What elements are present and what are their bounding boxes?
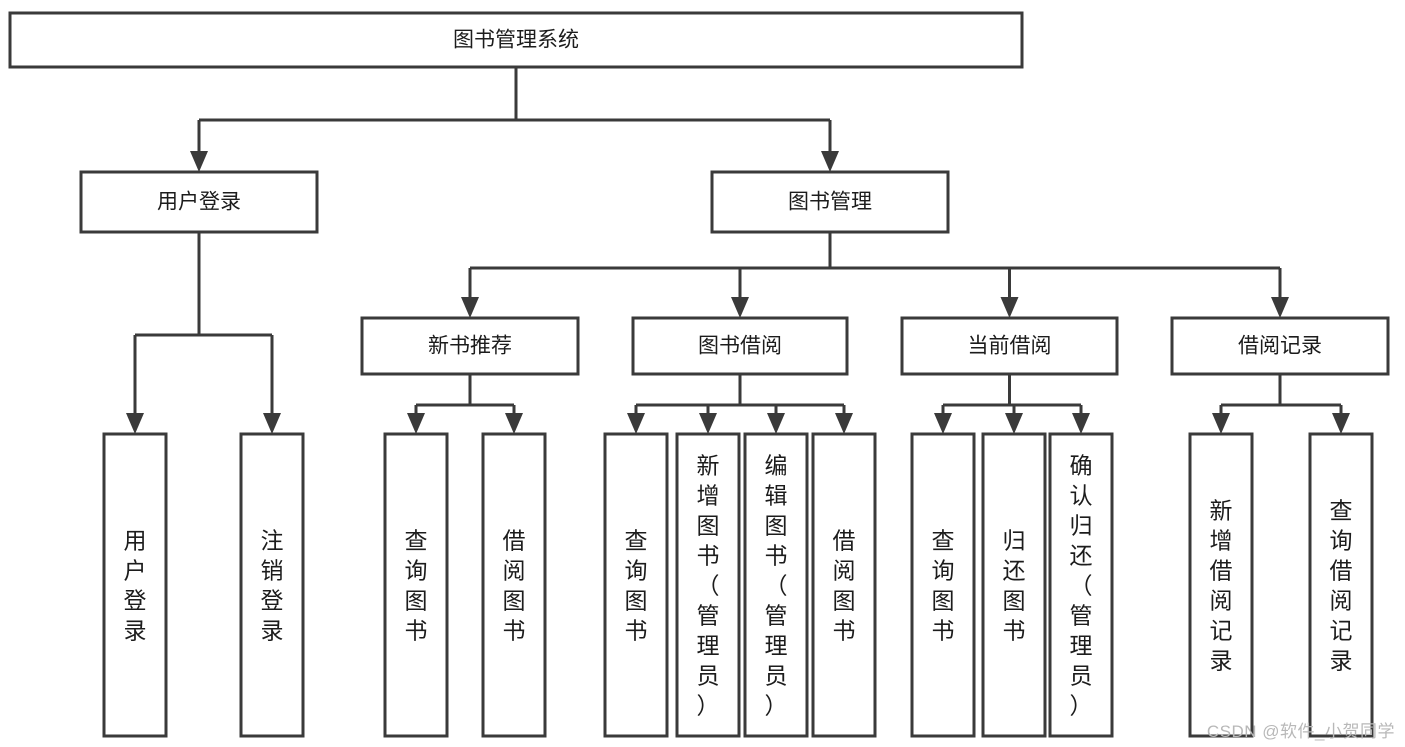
node-book-borrow[interactable]: 图书借阅 — [631, 316, 849, 376]
node-user-login-label: 用户登录 — [157, 191, 241, 214]
node-leaf-add-book[interactable]: 新增图书（管理员） — [675, 432, 741, 738]
node-user-login[interactable]: 用户登录 — [79, 170, 319, 234]
node-leaf-user-logout-rect[interactable] — [239, 432, 305, 738]
node-leaf-borrow-book-2[interactable]: 借阅图书 — [811, 432, 877, 738]
node-root-rect[interactable] — [8, 11, 1024, 69]
node-leaf-query-book-2-rect[interactable] — [603, 432, 669, 738]
node-leaf-query-book-2-label: 查询图书 — [625, 527, 648, 643]
node-root-label: 图书管理系统 — [453, 29, 579, 52]
node-book-borrow-rect[interactable] — [631, 316, 849, 376]
watermark-label: CSDN @软件_小贺同学 — [1206, 722, 1395, 741]
node-leaf-add-book-label: 新增图书（管理员） — [697, 452, 720, 718]
node-leaf-query-record-label: 查询借阅记录 — [1330, 497, 1353, 673]
node-leaf-user-login-rect[interactable] — [102, 432, 168, 738]
node-new-book-recommend-rect[interactable] — [360, 316, 580, 376]
node-leaf-add-record-label: 新增借阅记录 — [1210, 497, 1233, 673]
node-leaf-edit-book[interactable]: 编辑图书（管理员） — [743, 432, 809, 738]
node-current-borrow-label: 当前借阅 — [968, 335, 1052, 358]
node-leaf-confirm-return-rect[interactable] — [1048, 432, 1114, 738]
node-leaf-query-book-3-label: 查询图书 — [932, 527, 955, 643]
node-borrow-record-rect[interactable] — [1170, 316, 1390, 376]
node-leaf-borrow-book-1-label: 借阅图书 — [503, 527, 526, 643]
node-book-borrow-label: 图书借阅 — [698, 335, 782, 358]
node-leaf-borrow-book-1[interactable]: 借阅图书 — [481, 432, 547, 738]
node-leaf-user-login[interactable]: 用户登录 — [102, 432, 168, 738]
node-book-management-rect[interactable] — [710, 170, 950, 234]
nodes-layer: 图书管理系统用户登录图书管理新书推荐图书借阅当前借阅借阅记录用户登录注销登录查询… — [8, 11, 1390, 738]
node-leaf-query-book-1-label: 查询图书 — [405, 527, 428, 643]
node-leaf-edit-book-rect[interactable] — [743, 432, 809, 738]
node-leaf-borrow-book-2-label: 借阅图书 — [833, 527, 856, 643]
node-book-management-label: 图书管理 — [788, 191, 872, 214]
node-borrow-record[interactable]: 借阅记录 — [1170, 316, 1390, 376]
node-leaf-query-record[interactable]: 查询借阅记录 — [1308, 432, 1374, 738]
node-root[interactable]: 图书管理系统 — [8, 11, 1024, 69]
node-leaf-query-book-3-rect[interactable] — [910, 432, 976, 738]
node-leaf-query-book-1-rect[interactable] — [383, 432, 449, 738]
node-current-borrow-rect[interactable] — [900, 316, 1119, 376]
node-leaf-user-login-label: 用户登录 — [124, 527, 147, 643]
node-leaf-edit-book-label: 编辑图书（管理员） — [765, 452, 788, 718]
node-borrow-record-label: 借阅记录 — [1238, 335, 1322, 358]
node-leaf-add-book-rect[interactable] — [675, 432, 741, 738]
node-leaf-query-book-1[interactable]: 查询图书 — [383, 432, 449, 738]
node-leaf-add-record[interactable]: 新增借阅记录 — [1188, 432, 1254, 738]
node-user-login-rect[interactable] — [79, 170, 319, 234]
node-leaf-query-record-rect[interactable] — [1308, 432, 1374, 738]
node-leaf-borrow-book-1-rect[interactable] — [481, 432, 547, 738]
node-leaf-return-book[interactable]: 归还图书 — [981, 432, 1047, 738]
node-book-management[interactable]: 图书管理 — [710, 170, 950, 234]
node-leaf-confirm-return-label: 确认归还（管理员） — [1070, 452, 1093, 718]
node-leaf-add-record-rect[interactable] — [1188, 432, 1254, 738]
connectors-layer — [126, 67, 1350, 434]
node-current-borrow[interactable]: 当前借阅 — [900, 316, 1119, 376]
node-leaf-confirm-return[interactable]: 确认归还（管理员） — [1048, 432, 1114, 738]
node-new-book-recommend[interactable]: 新书推荐 — [360, 316, 580, 376]
node-leaf-user-logout[interactable]: 注销登录 — [239, 432, 305, 738]
node-leaf-query-book-2[interactable]: 查询图书 — [603, 432, 669, 738]
node-leaf-query-book-3[interactable]: 查询图书 — [910, 432, 976, 738]
node-leaf-borrow-book-2-rect[interactable] — [811, 432, 877, 738]
node-leaf-return-book-rect[interactable] — [981, 432, 1047, 738]
node-leaf-return-book-label: 归还图书 — [1003, 527, 1026, 643]
node-leaf-user-logout-label: 注销登录 — [261, 527, 284, 643]
node-new-book-recommend-label: 新书推荐 — [428, 335, 512, 358]
